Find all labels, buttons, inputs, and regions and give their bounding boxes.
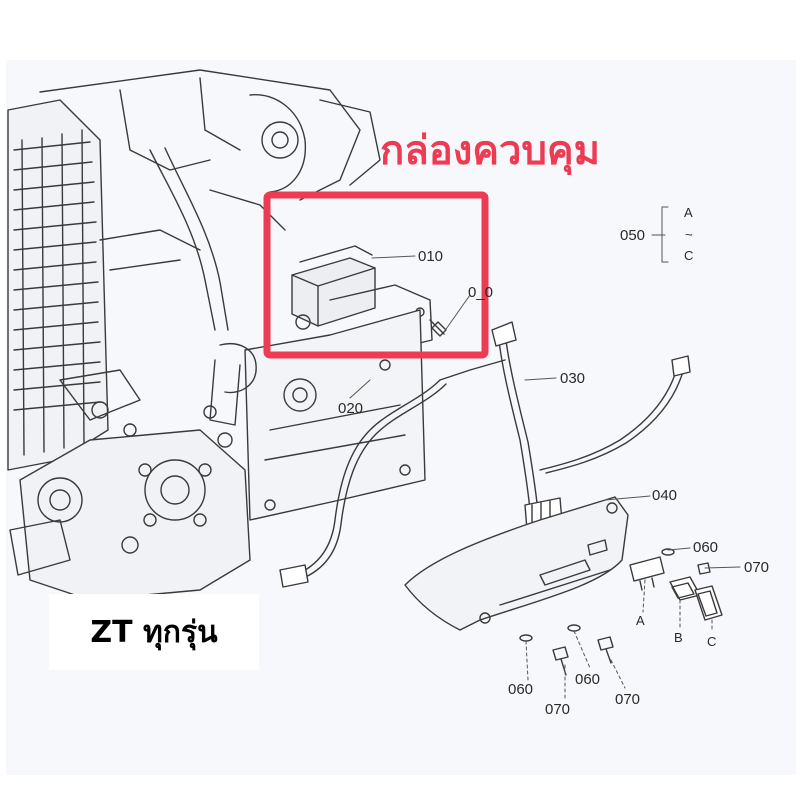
callout-040: 040	[652, 487, 677, 504]
control-box-title: กล่องควบคุม	[380, 128, 601, 174]
highlight-rectangle	[263, 191, 489, 359]
callout-010: 010	[418, 248, 443, 265]
callout-060-right: 060	[693, 539, 718, 556]
callout-060-mid: 060	[575, 671, 600, 688]
control-box-part	[291, 245, 447, 356]
callout-0x0: 0_0	[468, 284, 493, 301]
switch-hardware	[519, 548, 723, 676]
switch-label-a: A	[636, 613, 645, 628]
callout-030: 030	[560, 370, 585, 387]
switch-panel-cover	[404, 496, 629, 631]
callout-060-left: 060	[508, 681, 533, 698]
callout-070-right: 070	[744, 559, 769, 576]
callout-050: 050	[620, 227, 645, 244]
leader-lines	[349, 206, 741, 699]
option-range: ~	[685, 227, 693, 242]
option-a: A	[684, 205, 693, 220]
callout-020: 020	[338, 400, 363, 417]
model-label-box: ZT ทุกรุ่น	[49, 594, 259, 670]
option-c: C	[684, 248, 693, 263]
mounting-bracket	[244, 309, 426, 521]
engine-lower	[9, 343, 257, 601]
switch-label-b: B	[674, 630, 683, 645]
callout-070-mid: 070	[615, 691, 640, 708]
switch-label-c: C	[707, 634, 716, 649]
model-label: ZT ทุกรุ่น	[90, 614, 218, 650]
radiator	[7, 99, 109, 471]
callout-070-left: 070	[545, 701, 570, 718]
engine-upper	[39, 69, 381, 331]
